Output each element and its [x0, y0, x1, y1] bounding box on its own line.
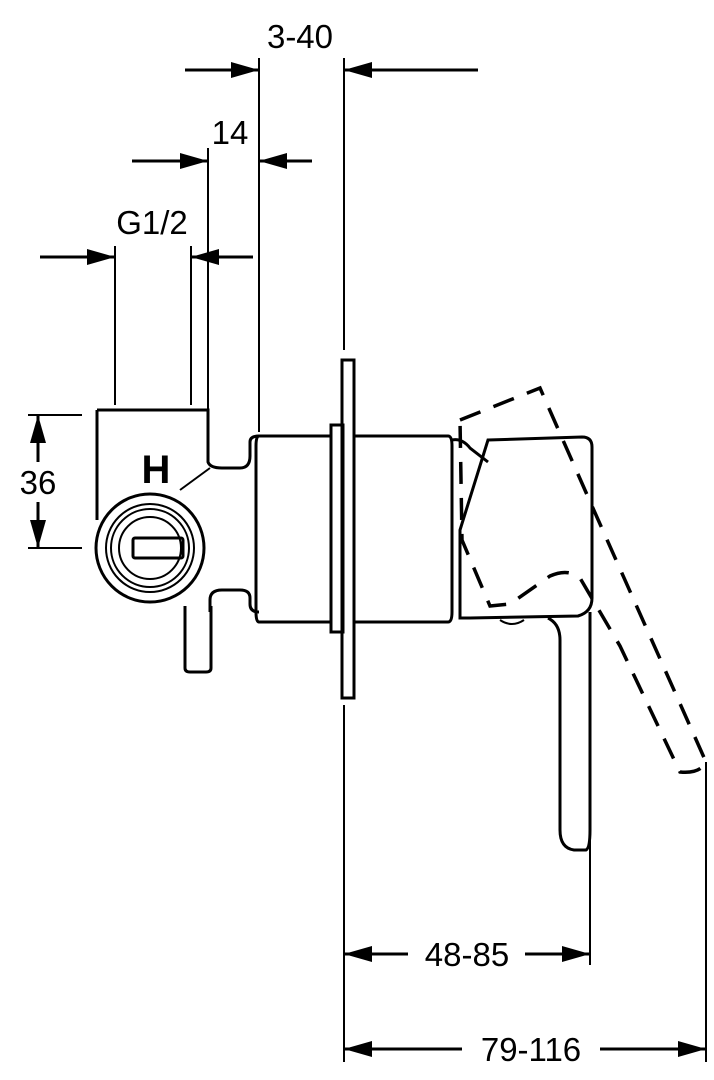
label-total-projection: 79-116	[481, 1031, 581, 1068]
arrowhead-icon	[30, 415, 46, 443]
cartridge-housing	[254, 434, 489, 624]
label-thread: G1/2	[116, 204, 188, 241]
concealed-valve-body: H	[94, 408, 260, 674]
label-wall-thickness: 3-40	[267, 18, 333, 55]
mark-hot-inlet: H	[142, 448, 171, 492]
arrowhead-icon	[180, 153, 208, 169]
arrowhead-icon	[191, 249, 219, 265]
dimension-thread: G1/2	[40, 204, 253, 265]
arrowhead-icon	[231, 62, 259, 78]
label-body-height: 36	[20, 464, 57, 501]
arrowhead-icon	[562, 946, 590, 962]
arrowhead-icon	[87, 249, 115, 265]
arrowhead-icon	[344, 62, 372, 78]
dimension-total-projection: 79-116	[344, 1031, 706, 1068]
arrowhead-icon	[344, 946, 372, 962]
label-inlet-offset: 14	[212, 114, 249, 151]
dimension-body-height: 36	[8, 415, 68, 548]
lever-handle-open-position	[458, 385, 708, 775]
arrowhead-icon	[344, 1041, 372, 1057]
label-handle-projection: 48-85	[425, 936, 509, 973]
dimension-wall-thickness: 3-40	[185, 18, 478, 78]
lever-handle	[458, 435, 594, 852]
arrowhead-icon	[30, 520, 46, 548]
escutcheon-plate	[329, 358, 356, 700]
dimension-inlet-offset: 14	[132, 114, 312, 169]
dimension-handle-projection: 48-85	[344, 936, 590, 973]
arrowhead-icon	[259, 153, 287, 169]
arrowhead-icon	[678, 1041, 706, 1057]
